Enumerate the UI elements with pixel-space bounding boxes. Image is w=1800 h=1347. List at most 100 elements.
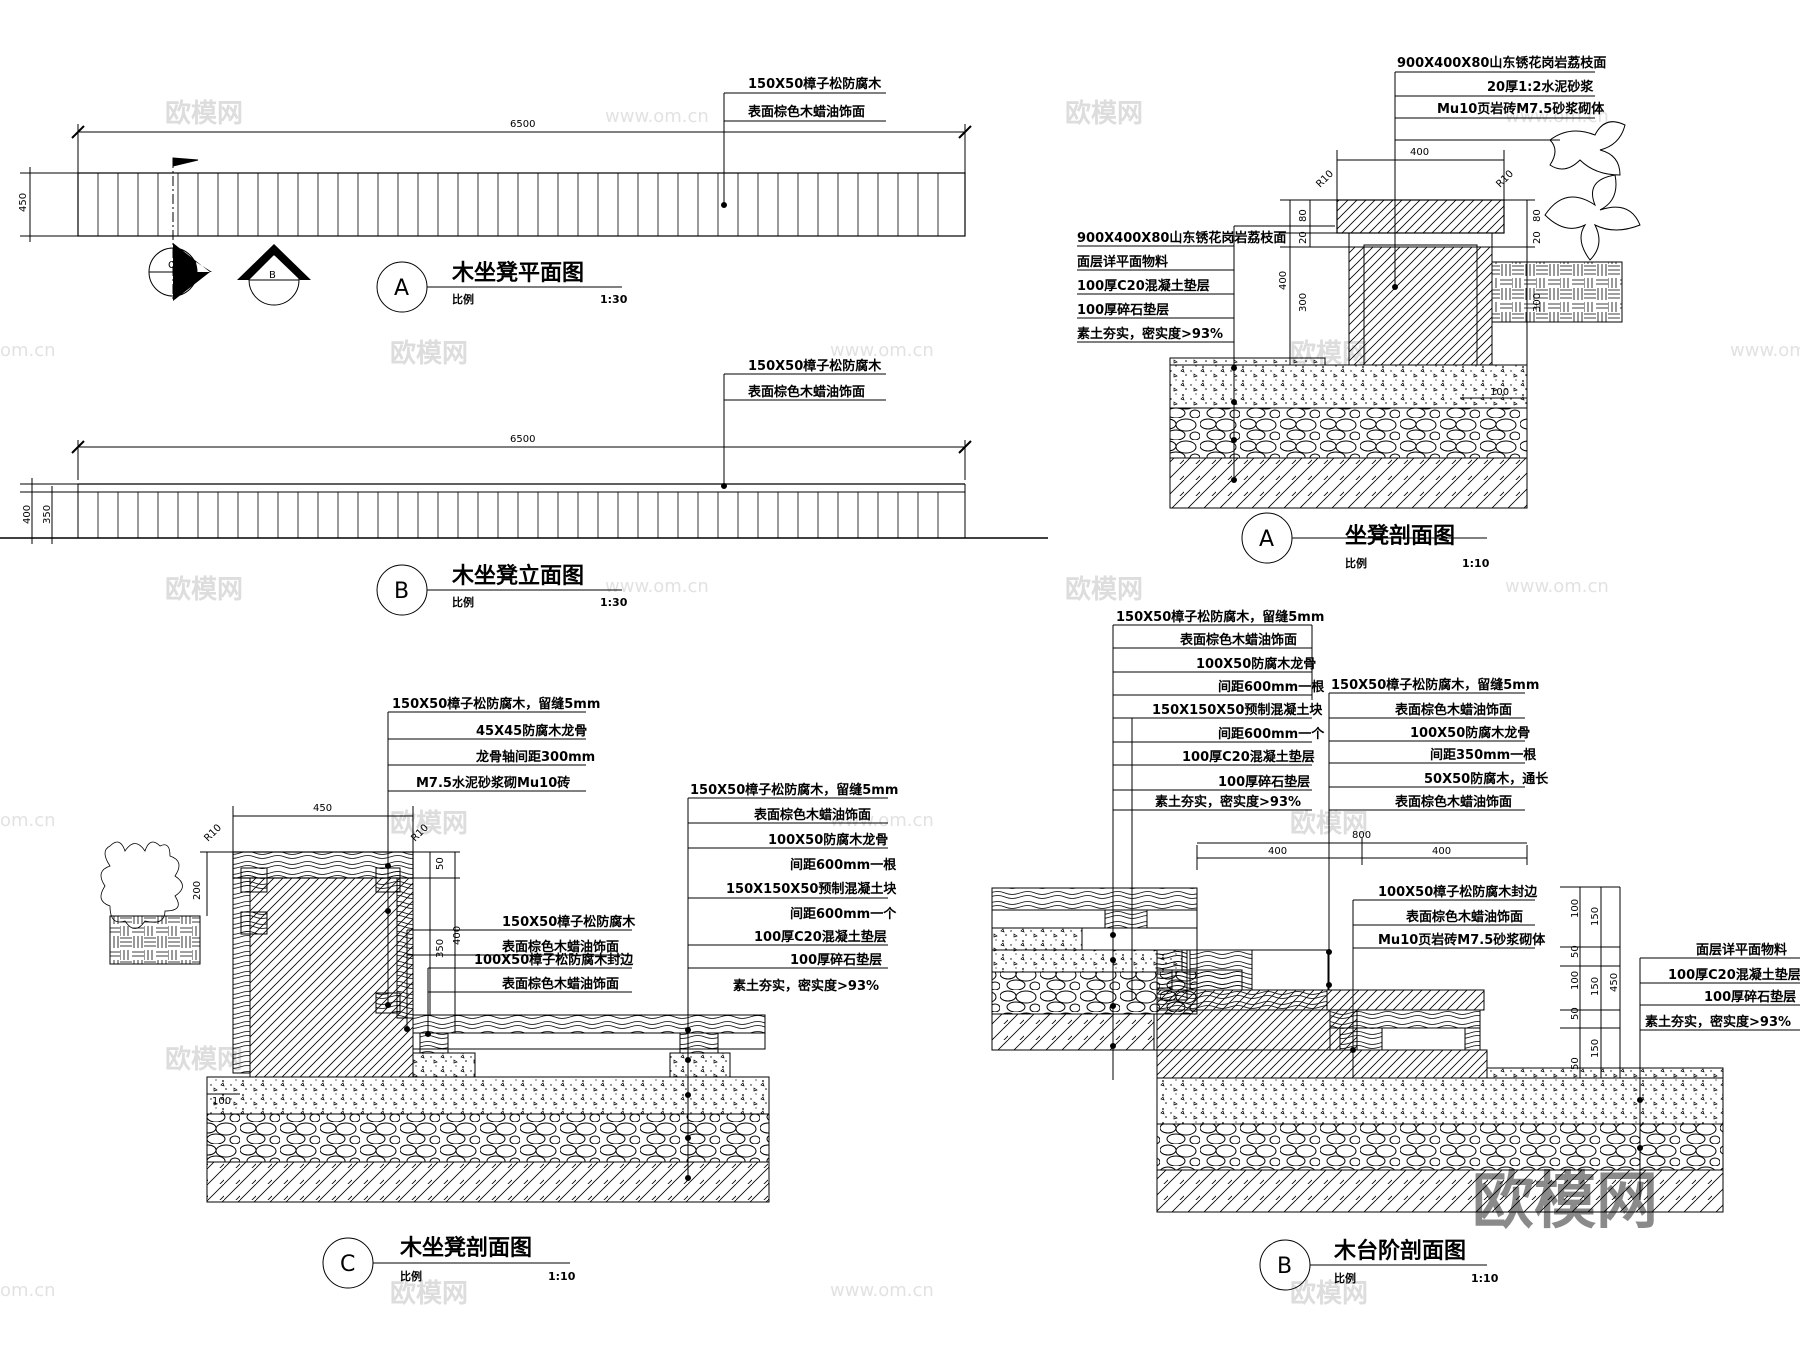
view-title: 木坐凳平面图 xyxy=(451,260,584,286)
scale-label: 比例 xyxy=(400,1269,422,1283)
scale-value: 1:10 xyxy=(548,1270,576,1283)
watermark-text: 欧模网 xyxy=(390,1278,468,1309)
callout-note: 100X50防腐木龙骨 xyxy=(768,832,888,848)
callout-note: 150X50樟子松防腐木，留缝5mm xyxy=(690,782,898,798)
callout-note: 50X50防腐木，通长 xyxy=(1424,771,1549,787)
watermark-url: www.om.cn xyxy=(830,340,934,361)
dim-half: 400 xyxy=(1432,846,1451,857)
watermark-url: www.om.cn xyxy=(1505,106,1609,127)
dim-height: 50 xyxy=(435,857,446,870)
callout-note: 表面棕色木蜡油饰面 xyxy=(753,807,871,823)
dim-height: 350 xyxy=(42,505,53,524)
dim-half: 400 xyxy=(1268,846,1287,857)
callout-note: 间距600mm一根 xyxy=(790,857,897,873)
plan-view xyxy=(20,92,972,313)
watermark-url: om.cn xyxy=(0,1280,56,1301)
dim-height: 50 xyxy=(1570,1007,1581,1020)
callout-note: 45X45防腐木龙骨 xyxy=(476,723,587,739)
callout-note: Mu10页岩砖M7.5砂浆砌体 xyxy=(1437,101,1605,117)
dim-height: 150 xyxy=(1590,1039,1601,1058)
callout-note: 间距600mm一根 xyxy=(1218,679,1325,695)
scale-label: 比例 xyxy=(452,595,474,609)
callout-note: 素土夯实，密实度>93% xyxy=(733,978,879,994)
dim-radius: R10 xyxy=(202,822,224,844)
callout-note: 100厚C20混凝土垫层 xyxy=(1077,278,1210,294)
callout-note: 表面棕色木蜡油饰面 xyxy=(1394,794,1512,810)
callout-note: 900X400X80山东锈花岗岩荔枝面 xyxy=(1397,55,1606,71)
callout-note: 900X400X80山东锈花岗岩荔枝面 xyxy=(1077,230,1286,246)
watermark-url: om.cn xyxy=(0,340,56,361)
callout-note: 龙骨轴间距300mm xyxy=(476,749,595,765)
scale-value: 1:10 xyxy=(1471,1272,1499,1285)
dim-length: 6500 xyxy=(510,119,535,130)
callout-note: 表面棕色木蜡油饰面 xyxy=(501,976,619,992)
callout-note: 面层详平面物料 xyxy=(1696,942,1787,958)
callout-note: 间距600mm一个 xyxy=(1218,726,1325,742)
watermark-text: 欧模网 xyxy=(1065,98,1143,129)
callout-note: 150X50樟子松防腐木，留缝5mm xyxy=(1116,609,1324,625)
seat-section-text: 900X400X80山东锈花岗岩荔枝面 20厚1:2水泥砂浆 Mu10页岩砖M7… xyxy=(1077,55,1606,570)
dim-height: 350 xyxy=(435,939,446,958)
callout-note: 面层详平面物料 xyxy=(1077,254,1168,270)
callout-note: 20厚1:2水泥砂浆 xyxy=(1487,79,1594,95)
dim-width: 450 xyxy=(313,803,332,814)
scale-label: 比例 xyxy=(1334,1271,1356,1285)
watermark-text: 欧模网 xyxy=(165,1044,243,1075)
dim-height: 450 xyxy=(1609,973,1620,992)
bench-section xyxy=(100,711,888,1289)
callout-note: 表面棕色木蜡油饰面 xyxy=(501,939,619,955)
section-marker-b: B xyxy=(269,270,276,281)
watermark-text: 欧模网 xyxy=(390,808,468,839)
dim-height: 400 xyxy=(452,926,463,945)
scale-value: 1:30 xyxy=(600,596,628,609)
deck-section xyxy=(991,624,1800,1291)
callout-note: 间距350mm一根 xyxy=(1430,747,1537,763)
dim-total: 800 xyxy=(1352,830,1371,841)
dim-height: 50 xyxy=(1570,1057,1581,1070)
callout-note: 100厚C20混凝土垫层 xyxy=(1182,749,1315,765)
elevation-view-text: 6500 400 350 150X50樟子松防腐木 表面棕色木蜡油饰面 B 木坐… xyxy=(22,358,882,609)
seat-section xyxy=(1077,71,1641,564)
watermark-text: 欧模网 xyxy=(165,574,243,605)
watermark-text: 欧模网 xyxy=(390,338,468,369)
callout-note: M7.5水泥砂浆砌Mu10砖 xyxy=(416,775,570,791)
callout-note: 100X50樟子松防腐木封边 xyxy=(474,952,634,968)
dim-height: 400 xyxy=(22,505,33,524)
callout-note: 100厚碎石垫层 xyxy=(1704,989,1796,1005)
callout-note: 素土夯实，密实度>93% xyxy=(1077,326,1223,342)
scale-label: 比例 xyxy=(1345,556,1367,570)
callout-note: 150X50樟子松防腐木，留缝5mm xyxy=(1331,677,1539,693)
dim-height: 100 xyxy=(1570,971,1581,990)
view-marker: B xyxy=(394,579,409,604)
callout-note: 150X150X50预制混凝土块 xyxy=(1152,702,1323,718)
callout-note: 表面棕色木蜡油饰面 xyxy=(747,384,865,400)
callout-note: 100厚碎石垫层 xyxy=(1077,302,1169,318)
dim-width: 400 xyxy=(1410,147,1429,158)
callout-note: 表面棕色木蜡油饰面 xyxy=(1179,632,1297,648)
watermark-url: www.om.cn xyxy=(1505,576,1609,597)
view-marker: A xyxy=(1259,527,1274,552)
callout-note: 100厚碎石垫层 xyxy=(1218,774,1310,790)
dim-height: 300 xyxy=(1532,293,1543,312)
dim-height: 80 xyxy=(1298,209,1309,222)
view-title: 木坐凳剖面图 xyxy=(399,1235,532,1261)
callout-note: 表面棕色木蜡油饰面 xyxy=(1405,909,1523,925)
callout-note: 100X50樟子松防腐木封边 xyxy=(1378,884,1538,900)
callout-note: 100厚C20混凝土垫层 xyxy=(754,929,887,945)
plank-lines xyxy=(97,492,939,538)
callout-note: 100X50防腐木龙骨 xyxy=(1410,725,1530,741)
plant-icon xyxy=(1544,121,1641,261)
watermark-url: om.cn xyxy=(0,810,56,831)
callout-note: 素土夯实，密实度>93% xyxy=(1645,1014,1791,1030)
plank-lines xyxy=(97,173,939,236)
callout-note: 150X50樟子松防腐木 xyxy=(748,358,882,374)
dim-height: 200 xyxy=(192,881,203,900)
plant-icon xyxy=(100,841,183,929)
dim-height: 150 xyxy=(1590,907,1601,926)
watermark-url: www.om.cn xyxy=(605,106,709,127)
dim-height: 400 xyxy=(1278,271,1289,290)
callout-note: Mu10页岩砖M7.5砂浆砌体 xyxy=(1378,932,1546,948)
callout-note: 150X50樟子松防腐木 xyxy=(748,76,882,92)
dim-height: 20 xyxy=(1532,231,1543,244)
